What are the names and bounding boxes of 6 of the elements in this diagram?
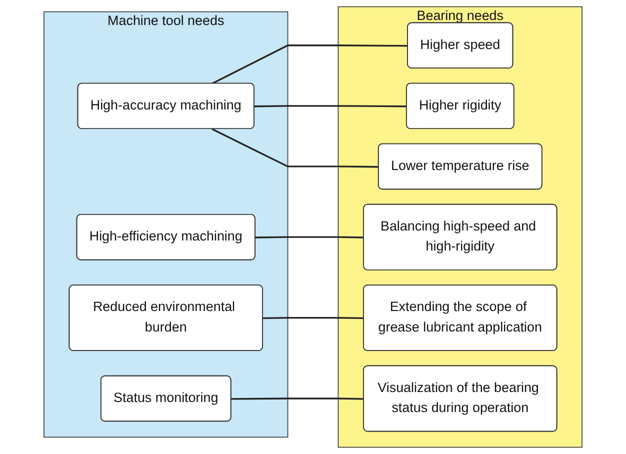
connector — [255, 236, 364, 238]
connector — [212, 44, 408, 84]
connector — [231, 398, 364, 400]
connector — [254, 105, 407, 108]
connector — [262, 316, 364, 320]
connector — [212, 128, 379, 168]
